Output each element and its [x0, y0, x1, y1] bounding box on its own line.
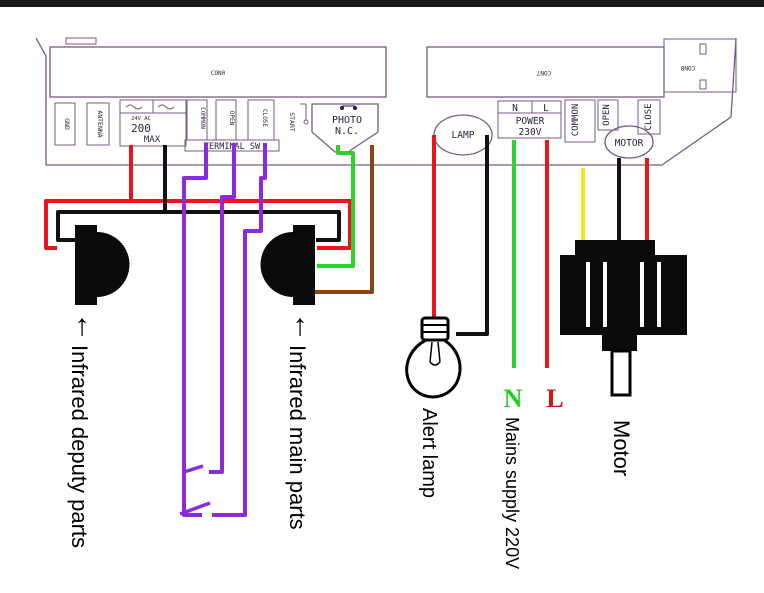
- lamp-terminal-label: LAMP: [452, 130, 475, 141]
- connector-con8-label: CON8: [680, 64, 695, 71]
- open-terminal-label: OPEN: [228, 111, 235, 126]
- neutral-label: N: [504, 384, 523, 413]
- black-wire-ir-main: [165, 210, 341, 242]
- wires: [44, 135, 649, 517]
- black-wire-lamp: [456, 135, 489, 336]
- motor-terminal-label: MOTOR: [615, 138, 644, 149]
- motor-common-terminal-label: COMMON: [571, 104, 581, 137]
- n-terminal-label: N: [512, 103, 518, 114]
- gnd-terminal-label: GND: [63, 118, 71, 130]
- purple-wire-close: [212, 143, 267, 517]
- close-terminal-label: CLOSE: [261, 109, 268, 127]
- ac-max-label: MAX: [144, 135, 161, 145]
- purple-wire-open: [209, 143, 236, 474]
- purple-switch-close: [179, 501, 211, 516]
- infrared-main-label: Infrared main parts: [285, 345, 310, 530]
- alert-lamp-bulb: [405, 316, 462, 399]
- motor-label: Motor: [609, 420, 634, 476]
- control-board: CON0 CON7 CON8 GND ANTENNA 24V AC 200 MA…: [35, 37, 737, 166]
- black-wire-ir: [56, 145, 167, 242]
- red-wire-ir: [44, 145, 133, 250]
- start-terminal-label: START: [288, 112, 296, 132]
- connector-con7-label: CON7: [536, 69, 551, 76]
- photo-terminal-label: PHOTO: [332, 115, 362, 126]
- brown-wire-photo: [313, 145, 374, 294]
- ac-voltage-label: 24V AC: [131, 116, 151, 122]
- purple-wire-common: [182, 143, 208, 517]
- live-label: L: [546, 384, 563, 413]
- infrared-deputy-arrow: ↑: [75, 309, 90, 342]
- connector-con0-label: CON0: [211, 70, 226, 77]
- infrared-deputy-sensor: [75, 225, 130, 305]
- motor-close-terminal-label: CLOSE: [644, 103, 654, 130]
- motor-open-terminal-label: OPEN: [602, 104, 612, 126]
- photo-nc-label: N.C.: [335, 126, 359, 137]
- top-border: [0, 0, 764, 7]
- infrared-main-arrow: ↑: [293, 309, 308, 342]
- infrared-deputy-label: Infrared deputy parts: [67, 345, 92, 548]
- infrared-main-sensor: [260, 225, 315, 305]
- mains-supply-label: Mains supply 220V: [502, 417, 522, 569]
- antenna-terminal-label: ANTENNA: [96, 110, 104, 137]
- common-terminal-label: COMMON: [199, 107, 206, 129]
- green-wire-photo: [317, 145, 355, 268]
- power-voltage-label: 230V: [519, 127, 542, 138]
- purple-switch-open: [183, 464, 204, 474]
- alert-lamp-label: Alert lamp: [418, 408, 440, 498]
- motor-body: [560, 240, 687, 397]
- l-terminal-label: L: [543, 103, 549, 114]
- power-terminal-label: POWER: [516, 116, 545, 127]
- ac-rating-label: 200: [131, 122, 151, 135]
- red-wire-ir-main: [131, 199, 352, 250]
